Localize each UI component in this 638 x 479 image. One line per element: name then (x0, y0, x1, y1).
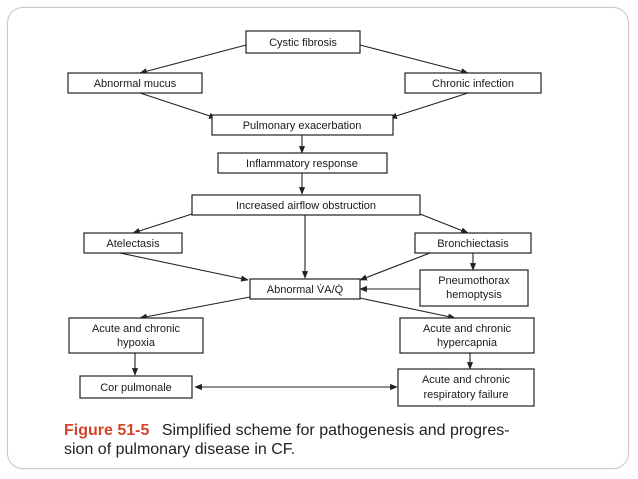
edge-obstruction-to-atelectasis (132, 213, 193, 234)
node-label-line2: hypercapnia (437, 337, 498, 349)
node-label: Chronic infection (432, 78, 514, 90)
edge-bronchiectasis-to-abnormal-vq (359, 252, 431, 281)
node-label-line2: respiratory failure (424, 389, 509, 401)
node-label-line1: Acute and chronic (92, 323, 181, 335)
node-cystic-fibrosis: Cystic fibrosis (245, 30, 361, 54)
node-pneumothorax-hemoptysis: Pneumothorax hemoptysis (419, 269, 529, 307)
edge-infection-to-exacerbation (389, 92, 469, 119)
edge-abnormal-vq-to-hypercapnia (354, 296, 456, 320)
node-label-line1: Pneumothorax (438, 275, 510, 287)
node-label: Pulmonary exacerbation (243, 120, 362, 132)
figure-caption: Figure 51-5 Simplified scheme for pathog… (64, 422, 510, 458)
node-label-line2: hemoptysis (446, 289, 502, 301)
flowchart-edges (119, 44, 477, 391)
node-label-line1: Acute and chronic (423, 323, 512, 335)
node-label: Cystic fibrosis (269, 37, 337, 49)
edge-cf-to-infection (359, 44, 469, 75)
node-label-line1: Acute and chronic (422, 374, 511, 386)
caption-text-line2: sion of pulmonary disease in CF. (64, 441, 295, 458)
node-label: Abnormal V̇A/Q̇ (267, 283, 344, 296)
node-bronchiectasis: Bronchiectasis (414, 232, 532, 254)
node-label: Bronchiectasis (437, 238, 509, 250)
node-increased-airflow-obstruction: Increased airflow obstruction (191, 194, 421, 216)
node-inflammatory-response: Inflammatory response (217, 152, 388, 174)
node-respiratory-failure: Acute and chronic respiratory failure (397, 368, 535, 407)
slide-frame (7, 7, 629, 469)
edge-atelectasis-to-abnormal-vq (119, 252, 249, 282)
node-abnormal-mucus: Abnormal mucus (67, 72, 203, 94)
node-abnormal-vq: Abnormal V̇A/Q̇ (249, 278, 361, 300)
edge-abnormal-vq-to-hypoxia (139, 296, 251, 320)
edge-obstruction-to-bronchiectasis (419, 213, 469, 234)
node-pulmonary-exacerbation: Pulmonary exacerbation (211, 114, 394, 136)
edge-cf-to-mucus (139, 44, 247, 75)
node-chronic-infection: Chronic infection (404, 72, 542, 94)
node-label: Atelectasis (106, 238, 160, 250)
node-acute-chronic-hypoxia: Acute and chronic hypoxia (68, 317, 204, 354)
node-label-line2: hypoxia (117, 337, 156, 349)
caption-text-line1: Simplified scheme for pathogenesis and p… (162, 422, 510, 439)
edge-mucus-to-exacerbation (139, 92, 217, 119)
node-label: Inflammatory response (246, 158, 358, 170)
node-atelectasis: Atelectasis (83, 232, 183, 254)
node-cor-pulmonale: Cor pulmonale (79, 375, 193, 399)
caption-figure-label: Figure 51-5 (64, 422, 149, 439)
node-acute-chronic-hypercapnia: Acute and chronic hypercapnia (399, 317, 535, 354)
node-label: Increased airflow obstruction (236, 200, 376, 212)
node-label: Abnormal mucus (94, 78, 177, 90)
caption-line1: Figure 51-5 Simplified scheme for pathog… (64, 422, 510, 439)
node-label: Cor pulmonale (100, 382, 172, 394)
